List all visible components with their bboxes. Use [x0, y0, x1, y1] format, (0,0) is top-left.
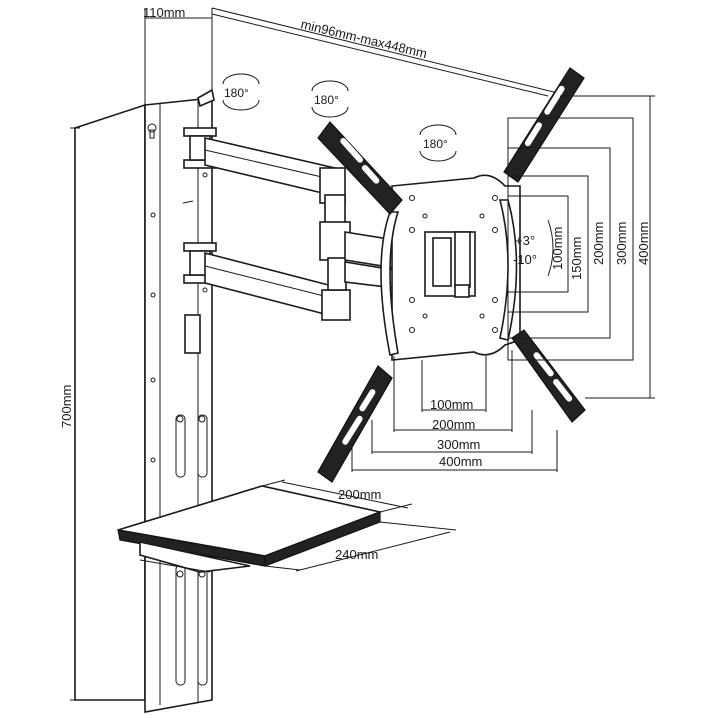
- vesa-v-400: 400mm: [636, 222, 651, 265]
- height-label: 700mm: [59, 385, 74, 428]
- arm-extension-dimension: min96mm-max448mm: [211, 7, 571, 97]
- swing-arm: [183, 127, 396, 321]
- vesa-horizontal-dimensions: 100mm 200mm 300mm 400mm: [351, 350, 558, 472]
- wall-offset-label: 110mm: [143, 5, 185, 20]
- vesa-h-400: 400mm: [439, 454, 482, 469]
- rotation-badge-3: 180°: [419, 124, 457, 162]
- rotation-label-1: 180°: [224, 86, 249, 100]
- shelf-width-label: 240mm: [335, 547, 378, 562]
- shelf-depth-label: 200mm: [338, 487, 381, 502]
- vesa-h-300: 300mm: [437, 437, 480, 452]
- vesa-v-150: 150mm: [569, 237, 584, 280]
- rotation-badge-1: 180°: [222, 73, 260, 111]
- rotation-badge-2: 180°: [311, 80, 349, 118]
- tilt-up-label: +3°: [515, 233, 535, 248]
- shelf-width-dimension: 240mm: [264, 521, 457, 572]
- tilt-indicator: +3° -10°: [513, 219, 554, 277]
- vesa-vertical-dimensions: 100mm 150mm 200mm 300mm 400mm: [507, 95, 655, 399]
- vesa-v-200: 200mm: [591, 222, 606, 265]
- wall-offset-dimension: 110mm: [143, 5, 213, 112]
- shelf-depth-dimension: 200mm: [261, 479, 413, 513]
- vesa-v-300: 300mm: [614, 222, 629, 265]
- vesa-h-200: 200mm: [432, 417, 475, 432]
- glass-shelf: [117, 485, 383, 573]
- vesa-plate: [380, 174, 521, 361]
- wall-rail: [74, 88, 215, 713]
- height-dimension: 700mm: [59, 127, 80, 701]
- tilt-down-label: -10°: [513, 252, 537, 267]
- vesa-h-100: 100mm: [430, 397, 473, 412]
- vesa-v-100: 100mm: [550, 227, 565, 270]
- rotation-label-2: 180°: [314, 93, 339, 107]
- rotation-label-3: 180°: [423, 137, 448, 151]
- arm-extension-label: min96mm-max448mm: [299, 16, 428, 61]
